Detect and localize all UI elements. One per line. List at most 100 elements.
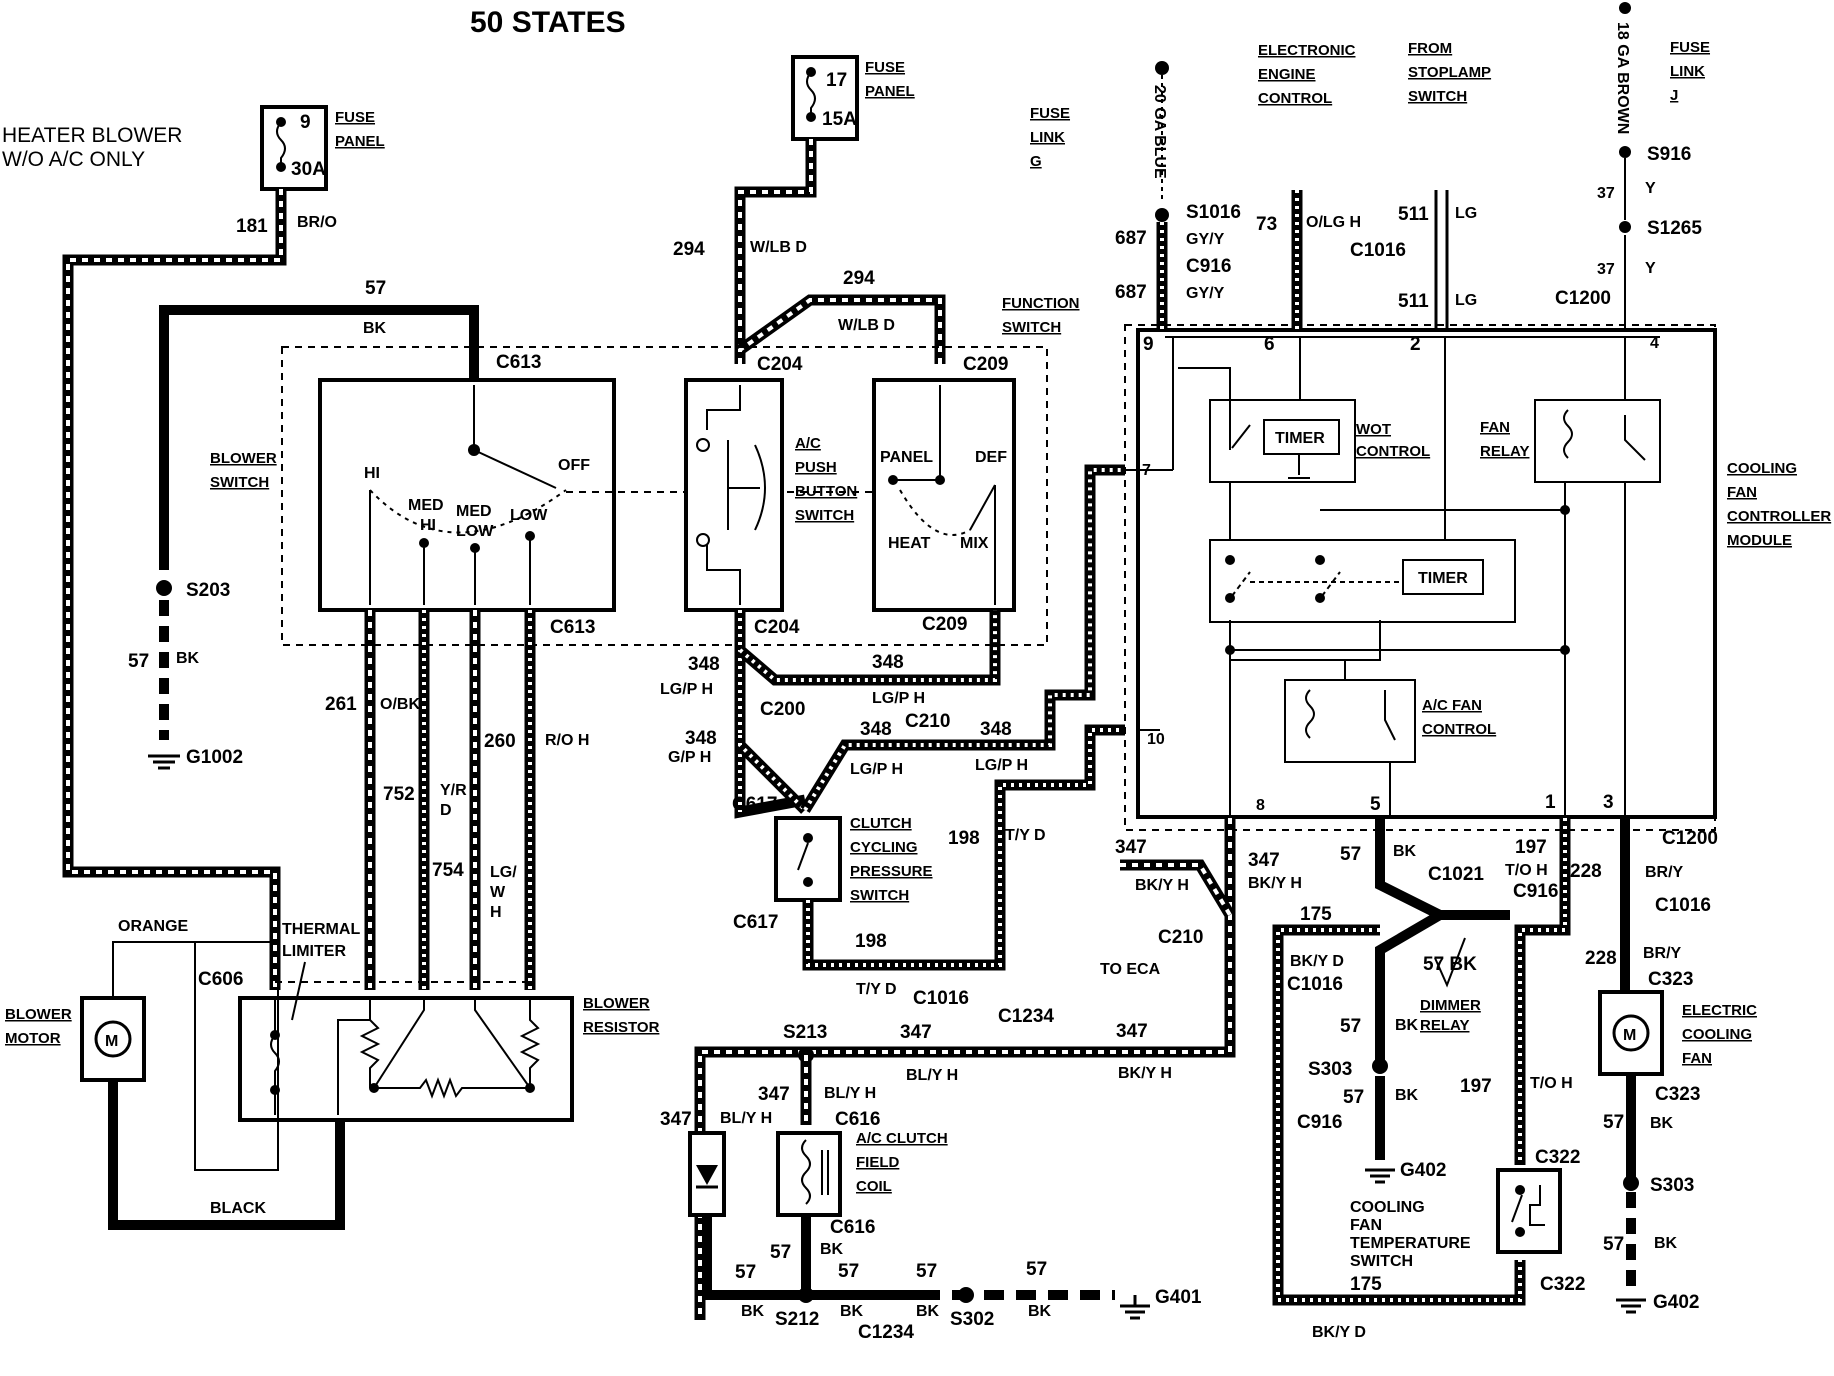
svg-text:7: 7 <box>1142 462 1151 479</box>
svg-text:SWITCH: SWITCH <box>210 474 269 491</box>
ac-push-button-switch <box>684 378 784 612</box>
svg-text:C209: C209 <box>922 614 967 635</box>
svg-text:PANEL: PANEL <box>880 449 933 466</box>
svg-text:57 BK: 57 BK <box>1423 954 1477 975</box>
svg-text:LG: LG <box>1455 205 1477 222</box>
svg-text:BL/Y H: BL/Y H <box>824 1085 876 1102</box>
svg-text:C916: C916 <box>1513 881 1558 902</box>
svg-text:BK: BK <box>916 1303 940 1320</box>
svg-text:DEF: DEF <box>975 449 1007 466</box>
svg-text:W/LB D: W/LB D <box>750 239 807 256</box>
svg-text:LOW: LOW <box>456 523 494 540</box>
svg-text:348: 348 <box>860 719 892 740</box>
svg-text:17: 17 <box>826 70 847 91</box>
svg-text:C1016: C1016 <box>913 988 969 1009</box>
svg-text:TO ECA: TO ECA <box>1100 961 1161 978</box>
cooling-fan-temperature-switch <box>1496 1168 1562 1254</box>
svg-text:C617: C617 <box>732 794 777 815</box>
svg-text:57: 57 <box>735 1262 756 1283</box>
svg-text:M: M <box>105 1033 118 1050</box>
svg-text:BLOWER: BLOWER <box>210 450 277 467</box>
svg-text:A/C FAN: A/C FAN <box>1422 697 1482 714</box>
svg-text:C613: C613 <box>550 617 595 638</box>
svg-text:687: 687 <box>1115 228 1147 249</box>
svg-text:C1200: C1200 <box>1555 288 1611 309</box>
svg-text:LG/: LG/ <box>490 864 517 881</box>
svg-text:57: 57 <box>128 651 149 672</box>
svg-text:BK/Y D: BK/Y D <box>1290 953 1344 970</box>
svg-text:294: 294 <box>673 239 705 260</box>
svg-text:HEAT: HEAT <box>888 535 931 552</box>
svg-text:TIMER: TIMER <box>1418 570 1468 587</box>
svg-text:LINK: LINK <box>1670 63 1705 80</box>
svg-text:C210: C210 <box>905 711 950 732</box>
svg-text:WOT: WOT <box>1356 421 1391 438</box>
svg-text:HI: HI <box>364 465 380 482</box>
svg-text:511: 511 <box>1398 204 1429 225</box>
svg-text:O/LG H: O/LG H <box>1306 214 1361 231</box>
svg-text:LIMITER: LIMITER <box>282 943 346 960</box>
svg-text:G402: G402 <box>1653 1292 1699 1313</box>
svg-text:30A: 30A <box>291 159 326 180</box>
svg-text:C1234: C1234 <box>998 1006 1054 1027</box>
svg-text:347: 347 <box>1115 837 1147 858</box>
svg-text:BR/Y: BR/Y <box>1643 945 1682 962</box>
svg-text:LG: LG <box>1455 292 1477 309</box>
svg-text:S213: S213 <box>783 1022 827 1043</box>
svg-text:THERMAL: THERMAL <box>282 921 360 938</box>
svg-text:BK: BK <box>363 320 387 337</box>
svg-text:BK: BK <box>840 1303 864 1320</box>
svg-text:197: 197 <box>1515 837 1547 858</box>
svg-text:347: 347 <box>900 1022 932 1043</box>
svg-text:C616: C616 <box>835 1109 880 1130</box>
svg-text:57: 57 <box>365 278 386 299</box>
svg-text:198: 198 <box>855 931 887 952</box>
svg-text:C1016: C1016 <box>1655 895 1711 916</box>
svg-text:CLUTCH: CLUTCH <box>850 815 912 832</box>
svg-text:C1200: C1200 <box>1662 828 1718 849</box>
svg-text:STOPLAMP: STOPLAMP <box>1408 64 1491 81</box>
svg-text:5: 5 <box>1370 794 1381 815</box>
switch-assembly-outline <box>281 346 1048 646</box>
svg-text:C617: C617 <box>733 912 778 933</box>
svg-text:57: 57 <box>1340 1016 1361 1037</box>
svg-text:BK: BK <box>1395 1087 1419 1104</box>
svg-text:C204: C204 <box>757 354 803 375</box>
svg-text:261: 261 <box>325 694 357 715</box>
svg-text:228: 228 <box>1570 861 1602 882</box>
svg-text:1: 1 <box>1545 792 1556 813</box>
svg-text:RELAY: RELAY <box>1480 443 1529 460</box>
svg-text:511: 511 <box>1398 291 1429 312</box>
svg-text:57: 57 <box>1603 1234 1624 1255</box>
diagram-subtitle-line1: HEATER BLOWER <box>2 124 182 147</box>
svg-text:348: 348 <box>685 728 717 749</box>
svg-text:C616: C616 <box>830 1217 875 1238</box>
svg-text:S916: S916 <box>1647 144 1691 165</box>
wire-57-ground <box>159 305 479 570</box>
svg-text:37: 37 <box>1597 261 1615 278</box>
svg-text:6: 6 <box>1264 334 1275 355</box>
svg-text:FAN: FAN <box>1350 1217 1382 1234</box>
svg-text:G1002: G1002 <box>186 747 243 768</box>
svg-text:C1016: C1016 <box>1350 240 1406 261</box>
svg-text:9: 9 <box>1143 334 1154 355</box>
svg-text:FAN: FAN <box>1682 1050 1712 1067</box>
svg-text:MIX: MIX <box>960 535 989 552</box>
svg-text:BLOWER: BLOWER <box>5 1006 72 1023</box>
svg-text:MED: MED <box>456 503 492 520</box>
svg-text:348: 348 <box>980 719 1012 740</box>
svg-text:687: 687 <box>1115 282 1147 303</box>
svg-text:FIELD: FIELD <box>856 1154 899 1171</box>
svg-text:347: 347 <box>660 1109 692 1130</box>
svg-text:BK/Y H: BK/Y H <box>1135 877 1189 894</box>
svg-text:BK/Y D: BK/Y D <box>1312 1324 1366 1341</box>
svg-text:M: M <box>1623 1027 1636 1044</box>
svg-text:FUSE: FUSE <box>1030 105 1070 122</box>
svg-text:347: 347 <box>1116 1021 1148 1042</box>
svg-text:SWITCH: SWITCH <box>795 507 854 524</box>
svg-text:CYCLING: CYCLING <box>850 839 918 856</box>
svg-text:C606: C606 <box>198 969 243 990</box>
svg-text:57: 57 <box>770 1242 791 1263</box>
svg-text:G401: G401 <box>1155 1287 1202 1308</box>
svg-text:PANEL: PANEL <box>335 133 385 150</box>
